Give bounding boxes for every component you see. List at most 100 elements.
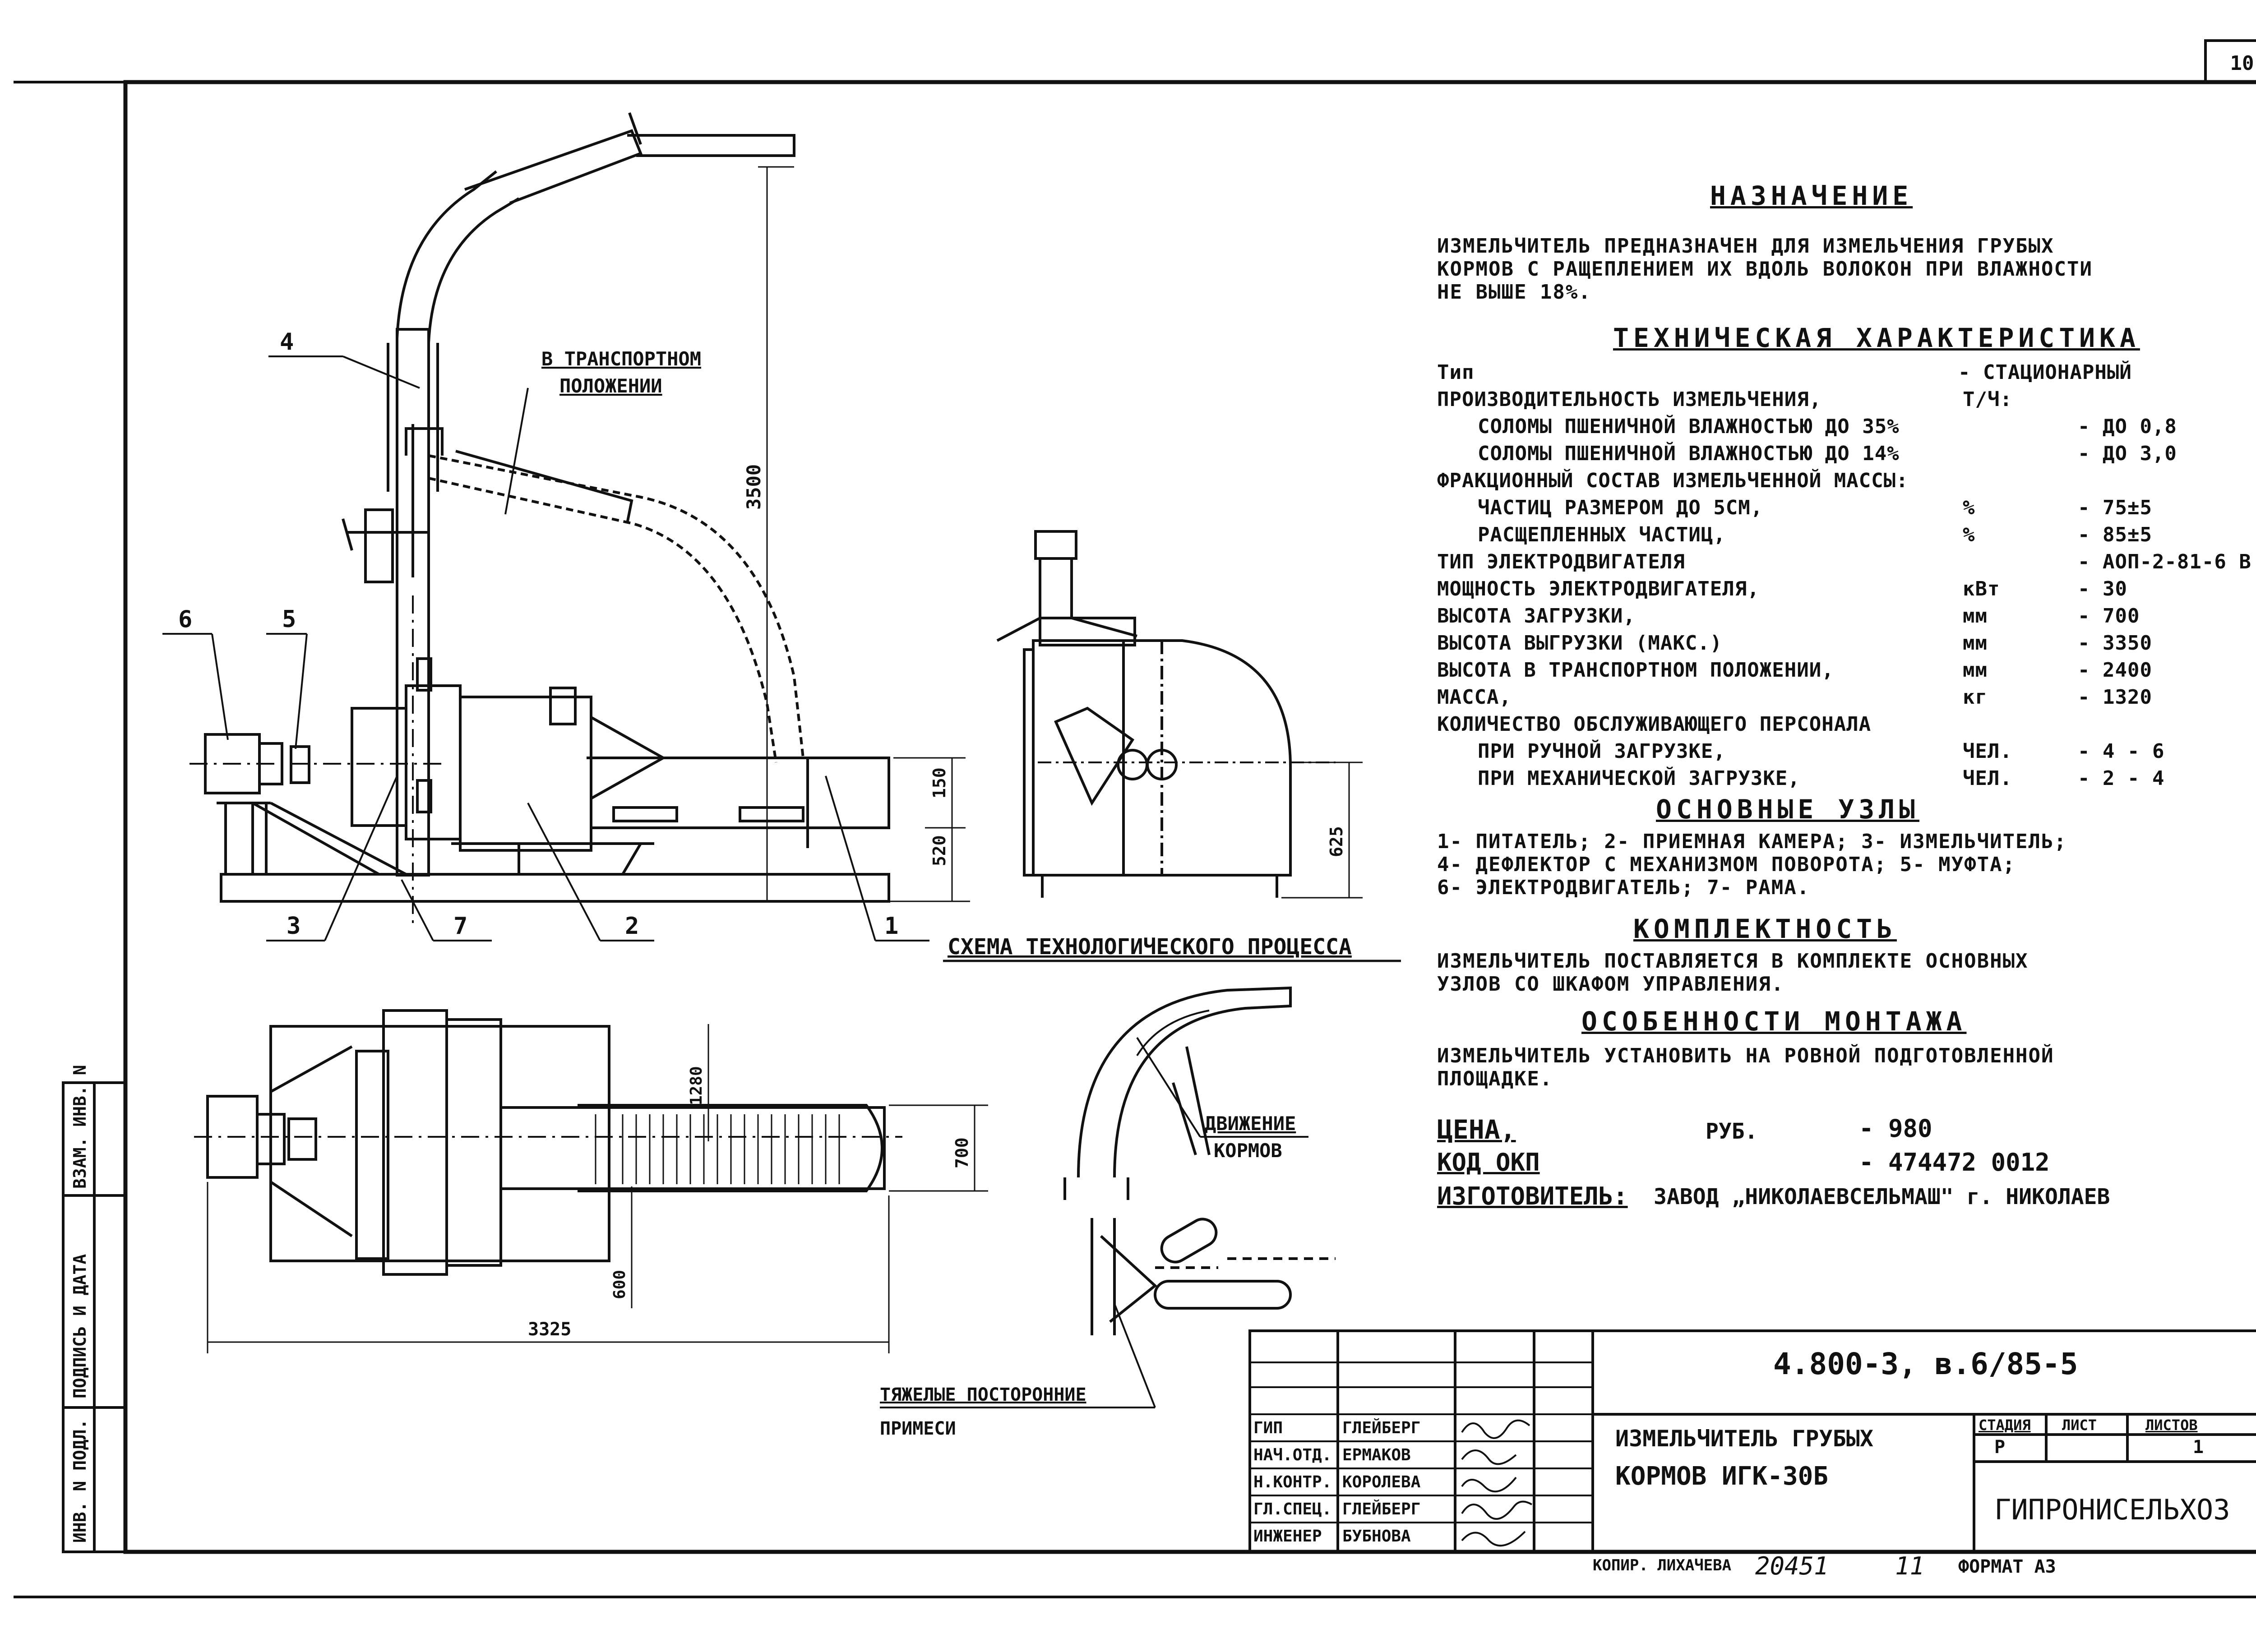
spec-row: ТИП ЭЛЕКТРОДВИГАТЕЛЯ - АОП-2-81-6 В [1437, 550, 2256, 577]
callout-1: 1 [884, 913, 898, 940]
spec-value: - 4 - 6 [2078, 740, 2165, 763]
sheets-value: 1 [2193, 1437, 2204, 1458]
spec-row: ЧАСТИЦ РАЗМЕРОМ ДО 5СМ,%- 75±5 [1437, 496, 2256, 523]
paper-format: ФОРМАТ А3 [1958, 1556, 2056, 1577]
spec-row: КОЛИЧЕСТВО ОБСЛУЖИВАЮЩЕГО ПЕРСОНАЛА [1437, 713, 2256, 740]
purpose-line-3: НЕ ВЫШЕ 18%. [1437, 281, 1591, 304]
completeness-heading: КОМПЛЕКТНОСТЬ [1633, 914, 1897, 944]
callout-5: 5 [282, 606, 296, 633]
spec-unit: ЧЕЛ. [1963, 767, 2012, 790]
spec-label: ВЫСОТА В ТРАНСПОРТНОМ ПОЛОЖЕНИИ, [1437, 659, 1834, 682]
spec-label: МАССА, [1437, 686, 1512, 709]
spec-label: ВЫСОТА ЗАГРУЗКИ, [1437, 605, 1636, 628]
staff-name: ГЛЕЙБЕРГ [1342, 1419, 1421, 1437]
maker-label: ИЗГОТОВИТЕЛЬ: [1437, 1182, 1628, 1210]
price-value: - 980 [1859, 1114, 1932, 1143]
sheets-header: ЛИСТОВ [2145, 1417, 2198, 1434]
spec-value: - 75±5 [2078, 496, 2152, 519]
spec-row: ВЫСОТА ВЫГРУЗКИ (МАКС.) мм - 3350 [1437, 632, 2256, 659]
spec-unit: Т/Ч: [1963, 388, 2012, 411]
spec-label: СОЛОМЫ ПШЕНИЧНОЙ ВЛАЖНОСТЬЮ ДО 35% [1478, 415, 1900, 438]
units-line-2: 4- ДЕФЛЕКТОР С МЕХАНИЗМОМ ПОВОРОТА; 5- М… [1437, 853, 2016, 876]
spec-row: СОЛОМЫ ПШЕНИЧНОЙ ВЛАЖНОСТЬЮ ДО 35% - ДО 0… [1437, 415, 2256, 442]
staff-role: НАЧ.ОТД. [1253, 1446, 1332, 1464]
spec-unit: мм [1963, 632, 1988, 655]
spec-value: - 3350 [2078, 632, 2152, 655]
spec-unit: % [1963, 523, 1975, 546]
doc-code: 4.800-3, в.6/85-5 [1773, 1347, 2078, 1381]
spec-label: ВЫСОТА ВЫГРУЗКИ (МАКС.) [1437, 632, 1723, 655]
stage-header: СТАДИЯ [1979, 1417, 2031, 1434]
spec-row: МАССА, кг - 1320 [1437, 686, 2256, 713]
transport-label-2: ПОЛОЖЕНИИ [559, 375, 662, 397]
spec-label: ПРИ РУЧНОЙ ЗАГРУЗКЕ, [1478, 740, 1726, 763]
spec-value: - ДО 0,8 [2078, 415, 2177, 438]
staff-name: КОРОЛЕВА [1342, 1473, 1421, 1491]
spec-label: РАСЩЕПЛЕННЫХ ЧАСТИЦ, [1478, 523, 1726, 546]
spec-row: МОЩНОСТЬ ЭЛЕКТРОДВИГАТЕЛЯ, кВт - 30 [1437, 577, 2256, 605]
staff-name: ЕРМАКОВ [1342, 1446, 1411, 1464]
spec-row: ПРОИЗВОДИТЕЛЬНОСТЬ ИЗМЕЛЬЧЕНИЯ,Т/Ч: [1437, 388, 2256, 415]
signatures [1461, 1419, 1533, 1547]
end-view [996, 530, 1363, 899]
maker-value: ЗАВОД „НИКОЛАЕВСЕЛЬМАШ" г. НИКОЛАЕВ [1654, 1184, 2110, 1209]
transport-label-1: В ТРАНСПОРТНОМ [541, 348, 701, 370]
feed-motion-2: КОРМОВ [1214, 1140, 1282, 1162]
completeness-line-1: ИЗМЕЛЬЧИТЕЛЬ ПОСТАВЛЯЕТСЯ В КОМПЛЕКТЕ ОС… [1437, 950, 2029, 973]
staff-name: ГЛЕЙБЕРГ [1342, 1500, 1421, 1518]
callout-2: 2 [625, 913, 639, 940]
staff-role: ИНЖЕНЕР [1253, 1527, 1322, 1546]
doc-title-1: ИЗМЕЛЬЧИТЕЛЬ ГРУБЫХ [1615, 1426, 1873, 1452]
spec-value: - АОП-2-81-6 В [2078, 550, 2251, 573]
spec-value: - 700 [2078, 605, 2140, 628]
units-line-3: 6- ЭЛЕКТРОДВИГАТЕЛЬ; 7- РАМА. [1437, 876, 1810, 899]
title-block-grid [1248, 1329, 2256, 1553]
specs-heading: ТЕХНИЧЕСКАЯ ХАРАКТЕРИСТИКА [1613, 323, 2140, 353]
purpose-line-1: ИЗМЕЛЬЧИТЕЛЬ ПРЕДНАЗНАЧЕН ДЛЯ ИЗМЕЛЬЧЕНИ… [1437, 235, 2054, 258]
spec-value: - СТАЦИОНАРНЫЙ [1958, 361, 2132, 384]
price-currency: РУБ. [1706, 1119, 1758, 1144]
stage-value: Р [1994, 1437, 2006, 1458]
callout-4: 4 [280, 328, 294, 355]
doc-title-2: КОРМОВ ИГК-30Б [1615, 1462, 1829, 1491]
staff-role: ГИП [1253, 1419, 1283, 1437]
spec-label: ПРИ МЕХАНИЧЕСКОЙ ЗАГРУЗКЕ, [1478, 767, 1800, 790]
copy-number: 20451 [1755, 1552, 1829, 1580]
spec-row: СОЛОМЫ ПШЕНИЧНОЙ ВЛАЖНОСТЬЮ ДО 14%- ДО 3… [1437, 442, 2256, 469]
plan-view [194, 1009, 988, 1353]
copy-sheet: 11 [1895, 1552, 1925, 1580]
sheet-header: ЛИСТ [2062, 1417, 2097, 1434]
spec-label: МОЩНОСТЬ ЭЛЕКТРОДВИГАТЕЛЯ, [1437, 577, 1760, 600]
callout-6: 6 [178, 606, 192, 633]
spec-unit: кВт [1963, 577, 2000, 600]
okp-value: - 474472 0012 [1859, 1148, 2050, 1177]
heavy-impurities-2: ПРИМЕСИ [880, 1418, 956, 1439]
organization: ГИПРОНИСЕЛЬХОЗ [1994, 1493, 2230, 1526]
spec-value: - 30 [2078, 577, 2127, 600]
spec-value: - 1320 [2078, 686, 2152, 709]
spec-unit: ЧЕЛ. [1963, 740, 2012, 763]
spec-unit: мм [1963, 659, 1988, 682]
spec-label: ТИП ЭЛЕКТРОДВИГАТЕЛЯ [1437, 550, 1685, 573]
mounting-heading: ОСОБЕННОСТИ МОНТАЖА [1581, 1006, 1967, 1037]
staff-role: ГЛ.СПЕЦ. [1253, 1500, 1332, 1518]
spec-label: КОЛИЧЕСТВО ОБСЛУЖИВАЮЩЕГО ПЕРСОНАЛА [1437, 713, 1872, 736]
spec-unit: кг [1963, 686, 1988, 709]
units-line-1: 1- ПИТАТЕЛЬ; 2- ПРИЕМНАЯ КАМЕРА; 3- ИЗМЕ… [1437, 830, 2067, 853]
units-heading: ОСНОВНЫЕ УЗЛЫ [1656, 794, 1919, 825]
spec-row: ВЫСОТА ЗАГРУЗКИ, мм - 700 [1437, 605, 2256, 632]
spec-unit: % [1963, 496, 1975, 519]
spec-unit: мм [1963, 605, 1988, 628]
completeness-text: ИЗМЕЛЬЧИТЕЛЬ ПОСТАВЛЯЕТСЯ В КОМПЛЕКТЕ ОС… [1437, 950, 2029, 996]
strip-inv-replace: ВЗАМ. ИНВ. N [70, 1065, 90, 1189]
okp-label: КОД ОКП [1437, 1148, 1540, 1177]
spec-value: - ДО 3,0 [2078, 442, 2177, 465]
callout-7: 7 [453, 913, 467, 940]
staff-role: Н.КОНТР. [1253, 1473, 1332, 1491]
copied-by: КОПИР. ЛИХАЧЕВА [1593, 1556, 1732, 1574]
spec-row: Тип- СТАЦИОНАРНЫЙ [1437, 361, 2256, 388]
spec-row: ПРИ МЕХАНИЧЕСКОЙ ЗАГРУЗКЕ,ЧЕЛ.- 2 - 4 [1437, 767, 2256, 794]
spec-label: ФРАКЦИОННЫЙ СОСТАВ ИЗМЕЛЬЧЕННОЙ МАССЫ: [1437, 469, 1909, 492]
